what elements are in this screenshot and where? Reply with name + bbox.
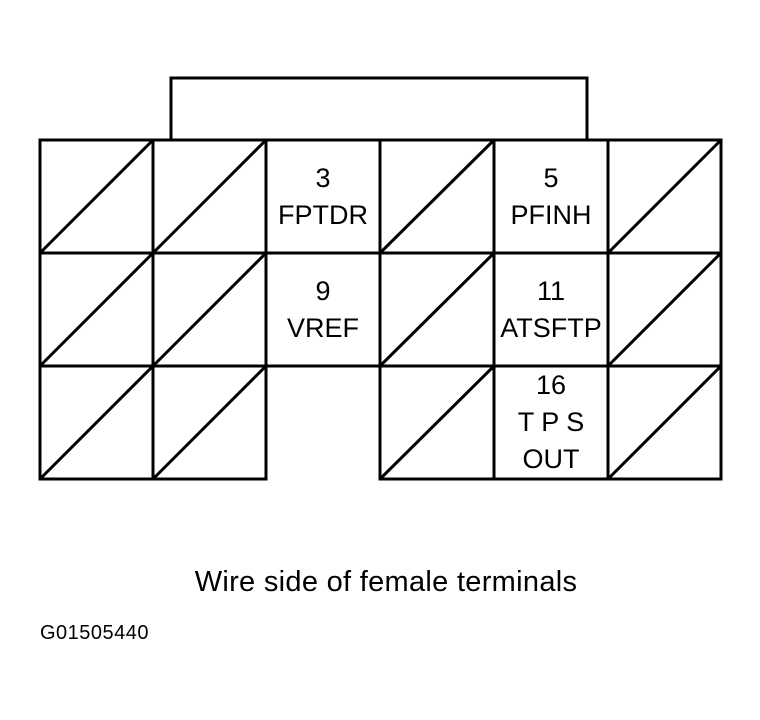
terminal-number: 3 — [315, 163, 330, 193]
unused-cavity-diagonal — [378, 138, 496, 255]
connector-lock-tab — [169, 76, 589, 140]
unused-cavity-diagonal — [151, 138, 268, 255]
terminal-number: 11 — [537, 276, 565, 306]
terminal-signal-name: VREF — [287, 313, 359, 343]
terminal-signal-name: T P S — [518, 407, 585, 437]
terminal-number: 16 — [536, 370, 566, 400]
unused-cavity-diagonal — [606, 138, 723, 255]
unused-cavity-diagonal — [38, 138, 155, 255]
terminal-signal-name: OUT — [523, 444, 580, 474]
figure-id: G01505440 — [40, 622, 150, 644]
unused-cavity-diagonal — [378, 364, 496, 481]
terminal-signal-name: PFINH — [511, 200, 592, 230]
cavity-grid — [40, 140, 721, 479]
terminal-signal-name: ATSFTP — [500, 313, 602, 343]
unused-cavity-diagonal — [606, 251, 723, 368]
unused-cavity-diagonal — [38, 364, 155, 481]
unused-cavity-diagonal — [38, 251, 155, 368]
unused-cavity-diagonal — [606, 364, 723, 481]
unused-cavity-diagonal — [378, 251, 496, 368]
diagram-caption: Wire side of female terminals — [194, 566, 578, 598]
terminal-number: 5 — [543, 163, 558, 193]
terminal-number: 9 — [315, 276, 330, 306]
unused-cavity-diagonal — [151, 364, 268, 481]
terminal-signal-name: FPTDR — [278, 200, 368, 230]
unused-cavity-diagonal — [151, 251, 268, 368]
blocked-cavity-marks — [38, 138, 723, 481]
